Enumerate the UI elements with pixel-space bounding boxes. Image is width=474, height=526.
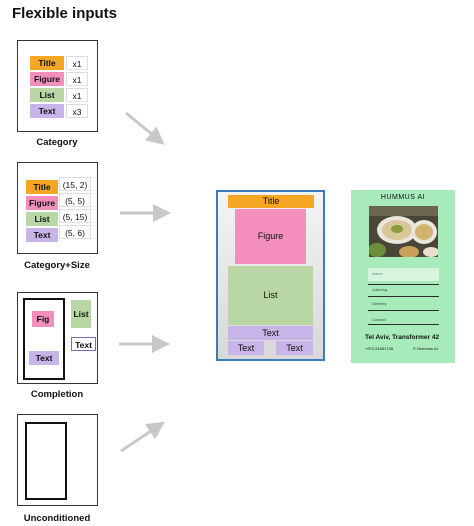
layout-title: Title <box>228 195 314 208</box>
completion-canvas <box>23 298 65 380</box>
unconditioned-caption: Unconditioned <box>23 513 91 524</box>
arrow-category <box>125 111 165 145</box>
unconditioned-panel <box>17 414 98 506</box>
category-size-panel: Title (15, 2) Figure (5, 5) List (5, 15)… <box>17 162 98 254</box>
layout-list: List <box>228 266 313 325</box>
category-size-caption: Category+Size <box>24 260 90 271</box>
category-tag-text: Text <box>30 104 64 118</box>
layout-text-main: Text <box>228 326 313 340</box>
poster-divider-4 <box>368 324 439 325</box>
poster-contact-label: Contact <box>372 317 386 322</box>
completion-list: List <box>71 300 91 328</box>
poster: HUMMUS AI Name Catering Delivery Contact… <box>351 190 455 363</box>
category-tag-figure: Figure <box>30 72 64 86</box>
category-count-list: x1 <box>66 88 88 102</box>
category-count-text: x3 <box>66 104 88 118</box>
size-tag-text: Text <box>26 228 58 242</box>
completion-text-outside: Text <box>71 337 96 351</box>
size-tag-figure: Figure <box>26 196 58 210</box>
poster-brand: © Hummus AI <box>413 346 438 351</box>
completion-caption: Completion <box>30 389 84 400</box>
poster-divider-3 <box>368 310 439 311</box>
unconditioned-canvas <box>25 422 67 500</box>
poster-catering-label: Catering <box>372 287 388 292</box>
poster-title: HUMMUS AI <box>380 194 426 201</box>
category-tag-title: Title <box>30 56 64 70</box>
layout-text-left: Text <box>228 341 264 355</box>
category-count-title: x1 <box>66 56 88 70</box>
layout-frame: Title Figure List Text Text Text <box>216 190 325 361</box>
poster-address: Tel Aviv, Transformer 42 <box>365 334 440 341</box>
category-panel: Title x1 Figure x1 List x1 Text x3 <box>17 40 98 132</box>
poster-phone: +972-51891745 <box>365 346 394 351</box>
poster-delivery-label: Delivery <box>372 301 387 306</box>
size-tag-list: List <box>26 212 58 226</box>
size-tag-title: Title <box>26 180 58 194</box>
poster-divider-1 <box>368 284 439 285</box>
arrow-unconditioned <box>120 421 165 453</box>
layout-figure: Figure <box>235 209 306 264</box>
size-value-title: (15, 2) <box>59 177 91 191</box>
poster-food-image <box>369 206 438 257</box>
size-value-text: (5, 6) <box>59 225 91 239</box>
size-value-list: (5, 15) <box>59 209 91 223</box>
poster-name-label: Name <box>372 271 383 276</box>
poster-divider-2 <box>368 296 439 297</box>
category-tag-list: List <box>30 88 64 102</box>
poster-name-field: Name <box>368 268 439 281</box>
completion-text-inside: Text <box>29 351 59 365</box>
completion-fig: Fig <box>32 311 54 327</box>
category-count-figure: x1 <box>66 72 88 86</box>
completion-panel: Fig Text List Text <box>17 292 98 384</box>
category-caption: Category <box>36 137 78 148</box>
layout-text-right: Text <box>276 341 313 355</box>
size-value-figure: (5, 5) <box>59 193 91 207</box>
figure-heading: Flexible inputs <box>12 5 118 22</box>
